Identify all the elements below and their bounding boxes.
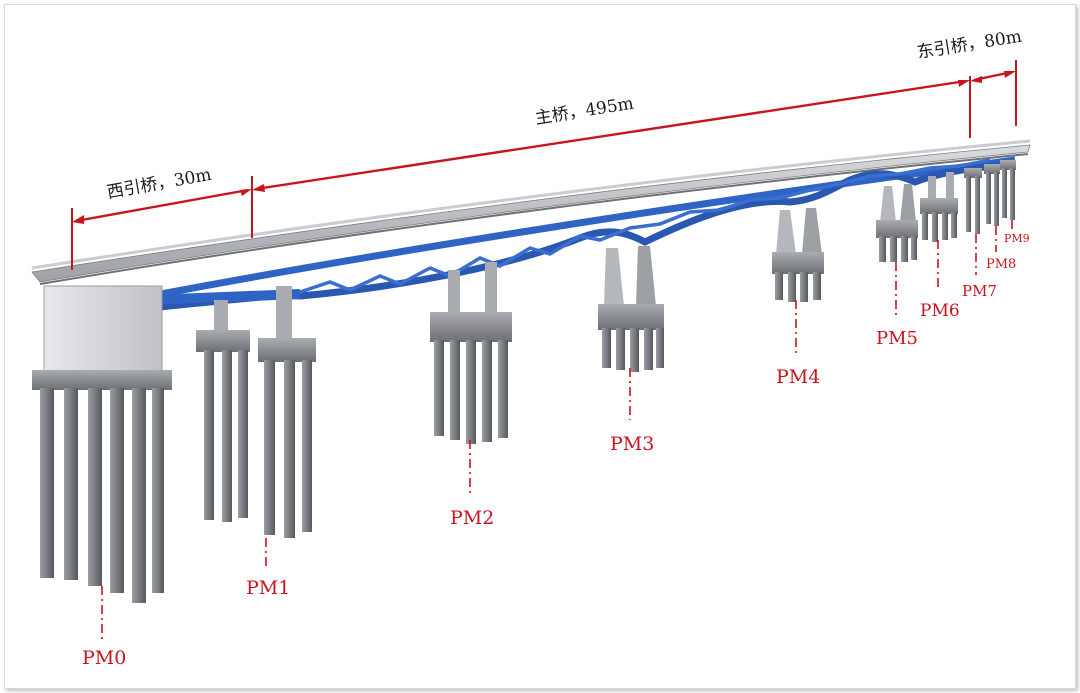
- dimension-lines: [71, 60, 1017, 270]
- dim-line-main: [255, 79, 967, 191]
- pier-label-pm3: PM3: [610, 433, 654, 455]
- pm5-column-2: [900, 184, 916, 222]
- pier-label-pm0: PM0: [82, 647, 126, 669]
- pm6-piles: [922, 212, 957, 242]
- pm6-cap: [920, 198, 958, 214]
- abutment-cap: [32, 370, 172, 390]
- pier-label-pm7: PM7: [962, 282, 997, 300]
- truss-chord-top: [149, 156, 1016, 300]
- pier-center-lines: [101, 220, 1013, 640]
- pm9-pier: [1000, 160, 1016, 220]
- truss-web: [299, 158, 991, 294]
- pm3-column-2: [636, 246, 656, 306]
- pm1-piles: [204, 350, 312, 538]
- pm5-cap: [876, 220, 918, 238]
- pm3-piles: [602, 328, 664, 372]
- pm2-cap: [430, 312, 512, 342]
- span-label-east: 东引桥，80m: [916, 27, 1024, 63]
- figure-frame: [4, 4, 1076, 689]
- pm4-column: [776, 210, 796, 254]
- pier-label-pm5: PM5: [876, 328, 918, 349]
- pier-label-pm6: PM6: [920, 301, 960, 321]
- pier-label-pm2: PM2: [450, 507, 494, 529]
- deck-railing-near: [39, 153, 1029, 285]
- pm5-piles: [879, 236, 917, 262]
- pm1-cap-2: [258, 338, 316, 362]
- deck-railing-far: [31, 139, 1031, 270]
- pm2-column: [448, 270, 460, 316]
- truss-chord-bottom: [149, 161, 1016, 312]
- pm4-cap: [772, 252, 824, 274]
- pm6-column-2: [946, 172, 954, 200]
- pier-label-pm1: PM1: [246, 577, 290, 599]
- deck-surface: [31, 144, 1031, 283]
- pm2-column-2: [485, 262, 497, 316]
- pm7-pier: [964, 168, 982, 234]
- pier-label-pm8: PM8: [986, 257, 1016, 272]
- span-label-main: 主桥，495m: [534, 94, 635, 129]
- pm3-column: [604, 248, 624, 306]
- truss-web-under: [149, 289, 301, 305]
- pm5-column: [880, 186, 896, 222]
- abutment-wall: [43, 285, 163, 379]
- pm4-column-2: [802, 208, 822, 254]
- pm0-piles: [40, 388, 164, 603]
- pm3-cap: [598, 304, 664, 330]
- pm4-piles: [775, 272, 821, 302]
- pm1-cap: [196, 330, 250, 352]
- pier-label-pm9: PM9: [1004, 232, 1030, 245]
- pier-label-pm4: PM4: [776, 366, 820, 388]
- pm6-column: [928, 176, 936, 200]
- pm1-column: [276, 286, 292, 340]
- span-label-west: 西引桥，30m: [105, 165, 213, 203]
- pm2-piles: [434, 340, 508, 444]
- pm8-pier: [984, 164, 1000, 226]
- dim-line-west: [75, 188, 249, 223]
